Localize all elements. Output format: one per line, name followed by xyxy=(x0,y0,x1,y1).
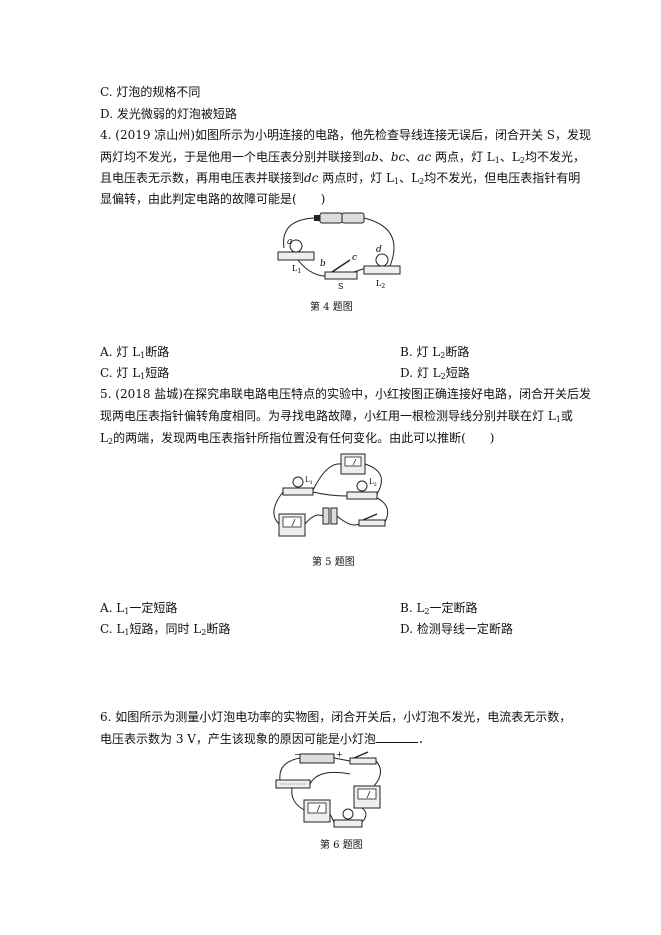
q5-circuit-diagram: L1 L2 xyxy=(273,453,389,537)
q5-text: A. L xyxy=(100,601,125,615)
q5-text: 短路，同时 L xyxy=(129,622,202,636)
q5-text: 现两电压表指针偏转角度相同。为寻找电路故障，小红用一根检测导线分别并联在灯 L xyxy=(100,409,556,423)
q4-option-c: C. 灯 L1短路 xyxy=(100,365,169,381)
q6-label-minus: − xyxy=(294,750,301,759)
q4-label-d: d xyxy=(376,245,382,255)
q4-var-dc: dc xyxy=(304,171,319,185)
q5-stem-line2: 现两电压表指针偏转角度相同。为寻找电路故障，小红用一根检测导线分别并联在灯 L1… xyxy=(100,408,573,424)
q5-text: 一定断路 xyxy=(429,601,478,615)
q4-text: 且电压表无示数，再用电压表并联接到 xyxy=(100,171,305,185)
q5-figure-caption: 第 5 题图 xyxy=(312,557,355,568)
q5-sub: 1 xyxy=(124,628,130,637)
q4-text: A. 灯 L xyxy=(100,345,141,359)
q5-option-a: A. L1一定短路 xyxy=(100,600,177,616)
q5-circuit-figure: L1 L2 xyxy=(265,452,395,547)
q5-option-d: D. 检测导线一定断路 xyxy=(400,622,513,636)
q4-text: 两点，灯 L xyxy=(431,150,495,164)
q4-sub: 1 xyxy=(394,177,400,186)
q5-sub: 2 xyxy=(201,628,207,637)
q4-option-b: B. 灯 L2断路 xyxy=(400,344,469,360)
q4-figure-caption: 第 4 题图 xyxy=(310,302,353,313)
q4-var-bc: bc xyxy=(390,150,406,164)
q4-stem-line1: 4. (2019 凉山州)如图所示为小明连接的电路，他先检查导线连接无误后，闭合… xyxy=(100,128,592,142)
q6-text: ． xyxy=(417,732,430,746)
q4-circuit-diagram: a b c d L1 S L2 xyxy=(277,212,401,291)
q4-label-S: S xyxy=(338,282,343,291)
q4-sub: 2 xyxy=(419,177,425,186)
q4-stem-line3: 且电压表无示数，再用电压表并联接到dc 两点时，灯 L1、L2均不发光，但电压表… xyxy=(100,170,580,186)
q4-stem-line2: 两灯均不发光，于是他用一个电压表分别并联接到ab、bc、ac 两点，灯 L1、L… xyxy=(100,149,585,165)
q4-text: 、L xyxy=(399,171,420,185)
q4-text: 均不发光，但电压表指针有明 xyxy=(424,171,581,185)
q5-option-b: B. L2一定断路 xyxy=(400,600,478,616)
q4-option-a: A. 灯 L1断路 xyxy=(100,344,169,360)
q4-text: 、 xyxy=(405,150,418,164)
q3-option-c: C. 灯泡的规格不同 xyxy=(100,85,201,99)
q6-answer-blank[interactable] xyxy=(375,731,418,743)
q4-text: B. 灯 L xyxy=(400,345,441,359)
q6-circuit-figure: − + xyxy=(270,748,388,834)
q4-sub: 2 xyxy=(440,351,446,360)
q5-label-L1: L1 xyxy=(305,476,313,486)
q4-text: 短路 xyxy=(145,366,170,380)
q4-text: 断路 xyxy=(145,345,170,359)
q5-sub: 1 xyxy=(124,607,130,616)
q6-figure-caption: 第 6 题图 xyxy=(320,840,363,851)
q5-option-c: C. L1短路，同时 L2断路 xyxy=(100,621,230,637)
q4-option-d: D. 灯 L2短路 xyxy=(400,365,470,381)
q5-text: B. L xyxy=(400,601,425,615)
q6-label-plus: + xyxy=(336,750,343,759)
q5-text: L xyxy=(100,431,108,445)
q4-sub: 2 xyxy=(440,372,446,381)
q6-stem-line1: 6. 如图所示为测量小灯泡电功率的实物图，闭合开关后，小灯泡不发光，电流表无示数… xyxy=(100,710,572,724)
q4-text: D. 灯 L xyxy=(400,366,441,380)
q4-stem-line4: 显偏转，由此判定电路的故障可能是( ) xyxy=(100,192,326,206)
q4-text: 短路 xyxy=(445,366,470,380)
q3-option-d: D. 发光微弱的灯泡被短路 xyxy=(100,107,237,121)
q5-label-L2: L2 xyxy=(369,478,377,488)
q4-text: 两点时，灯 L xyxy=(318,171,395,185)
q5-sub: 1 xyxy=(555,415,561,424)
q5-sub: 2 xyxy=(107,437,114,446)
q4-sub: 1 xyxy=(140,372,146,381)
q5-stem-line3: L2的两端，发现两电压表指针所指位置没有任何变化。由此可以推断( ) xyxy=(100,430,494,446)
q4-var-ac: ac xyxy=(417,150,432,164)
q5-text: 或 xyxy=(560,409,573,423)
q4-label-L1: L1 xyxy=(292,264,301,275)
q4-sub: 1 xyxy=(494,156,500,165)
q4-text: 、L xyxy=(499,150,520,164)
q4-circuit-figure: a b c d L1 S L2 xyxy=(270,208,410,298)
q4-text: C. 灯 L xyxy=(100,366,141,380)
q5-sub: 2 xyxy=(424,607,430,616)
q4-label-a: a xyxy=(287,237,292,247)
q5-stem-line1: 5. (2018 盐城)在探究串联电路电压特点的实验中，小红按图正确连接好电路，… xyxy=(100,387,591,401)
q5-text: 一定短路 xyxy=(129,601,178,615)
q4-label-c: c xyxy=(352,253,357,263)
q5-text: 断路 xyxy=(206,622,231,636)
q4-text: 两灯均不发光，于是他用一个电压表分别并联接到 xyxy=(100,150,365,164)
q4-text: 断路 xyxy=(445,345,470,359)
q4-sub: 1 xyxy=(140,351,146,360)
q6-circuit-diagram: − + xyxy=(275,750,381,828)
q5-text: 的两端，发现两电压表指针所指位置没有任何变化。由此可以推断( ) xyxy=(113,431,495,445)
q4-var-ab: ab xyxy=(364,150,379,164)
q4-sub: 2 xyxy=(519,156,525,165)
q5-text: C. L xyxy=(100,622,125,636)
q6-stem-line2: 电压表示数为 3 V，产生该现象的原因可能是小灯泡 ． xyxy=(100,731,430,747)
q6-text: 电压表示数为 3 V，产生该现象的原因可能是小灯泡 xyxy=(100,732,376,746)
q4-label-b: b xyxy=(320,259,326,269)
q4-text: 均不发光， xyxy=(524,150,585,164)
q4-label-L2: L2 xyxy=(376,279,385,290)
q4-text: 、 xyxy=(378,150,391,164)
